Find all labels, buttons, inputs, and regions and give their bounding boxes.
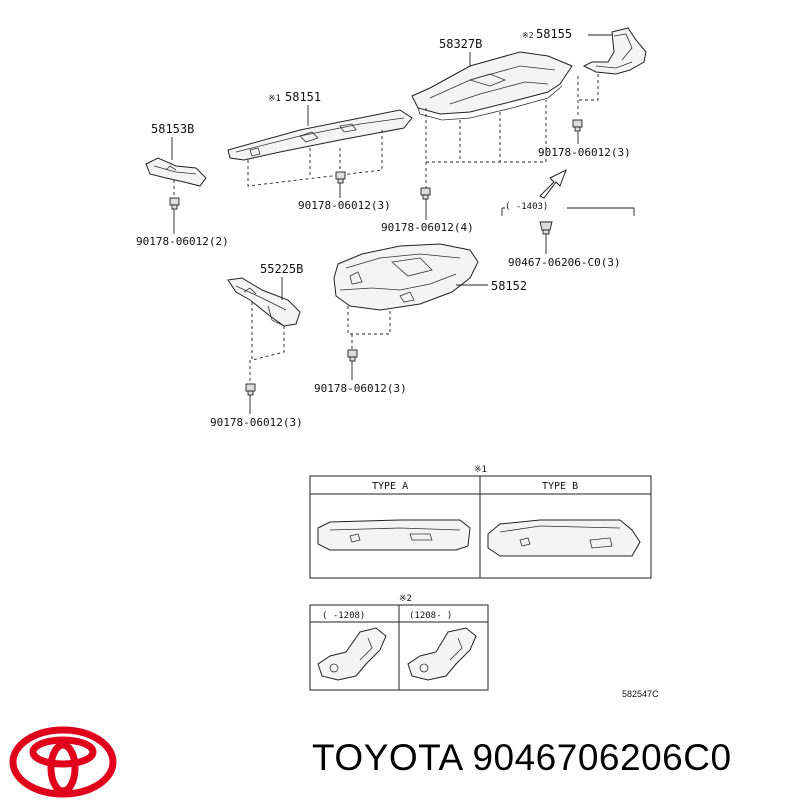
label-clip-2: 90178-06012(3) bbox=[298, 199, 391, 212]
label-clip-3: 90178-06012(4) bbox=[381, 221, 474, 234]
type-b-header: TYPE B bbox=[542, 481, 578, 492]
variant-col1-header: ( -1208) bbox=[322, 611, 365, 621]
type-table-mark: ※1 bbox=[474, 465, 487, 475]
type-a-header: TYPE A bbox=[372, 481, 408, 492]
variant-col2-header: (1208- ) bbox=[409, 611, 452, 621]
dashed-lines-58327b bbox=[425, 100, 547, 163]
label-58155-mark: ※2 bbox=[522, 31, 534, 40]
label-clip-6: 90178-06012(3) bbox=[210, 416, 303, 429]
brand-name: TOYOTA bbox=[312, 737, 462, 778]
label-58151: 58151 bbox=[285, 90, 321, 104]
label-58153b: 58153B bbox=[151, 122, 194, 136]
figure-code: 582547C bbox=[622, 689, 659, 699]
brand-title: TOYOTA 9046706206C0 bbox=[312, 737, 732, 779]
type-table bbox=[309, 475, 652, 579]
clip-icon bbox=[169, 119, 583, 396]
label-clip-4: 90178-06012(2) bbox=[136, 235, 229, 248]
type-b-part bbox=[487, 519, 641, 557]
part-58155 bbox=[582, 27, 647, 75]
part-58151 bbox=[227, 109, 413, 161]
variant-1-part bbox=[317, 627, 387, 681]
date-range-label: ( -1403) bbox=[505, 202, 548, 212]
label-58151-mark: ※1 bbox=[268, 94, 281, 104]
brand-part-number: 9046706206C0 bbox=[472, 737, 732, 778]
arrow-icon bbox=[539, 168, 567, 199]
label-58155: 58155 bbox=[536, 27, 572, 41]
variant-2-part bbox=[407, 627, 477, 681]
label-clip-7: 90467-06206-C0(3) bbox=[508, 256, 621, 269]
part-58327b bbox=[411, 51, 573, 121]
part-55225b bbox=[227, 277, 301, 327]
label-58152: 58152 bbox=[491, 279, 527, 293]
variant-table-mark: ※2 bbox=[399, 594, 412, 604]
label-clip-5: 90178-06012(3) bbox=[314, 382, 407, 395]
type-a-part bbox=[317, 519, 471, 551]
part-58153b bbox=[145, 157, 207, 187]
variant-table bbox=[309, 604, 489, 691]
label-55225b: 55225B bbox=[260, 262, 303, 276]
label-58327b: 58327B bbox=[439, 37, 482, 51]
part-58152 bbox=[333, 243, 479, 311]
toyota-logo bbox=[9, 726, 117, 798]
label-clip-1: 90178-06012(3) bbox=[538, 146, 631, 159]
